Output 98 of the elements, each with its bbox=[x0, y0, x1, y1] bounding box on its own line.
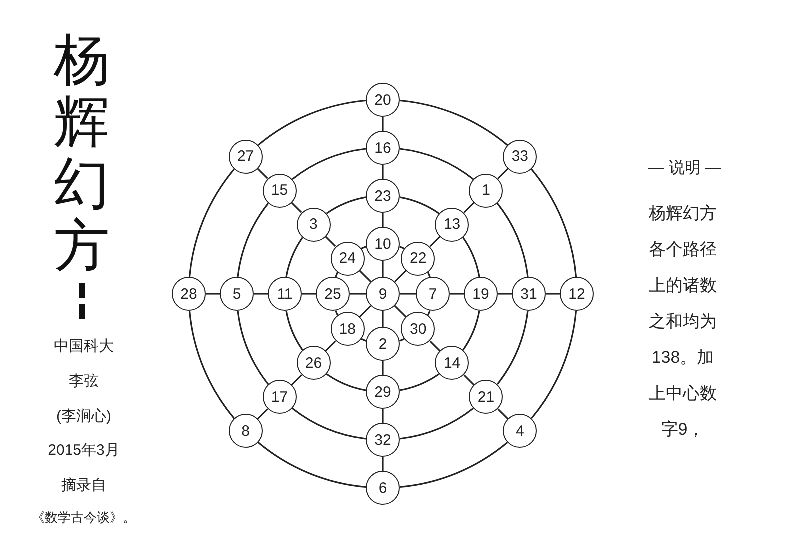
number-circle: 24 bbox=[330, 242, 365, 276]
number-circle: 21 bbox=[469, 380, 504, 414]
spoke-line bbox=[430, 236, 441, 248]
number-circle: 4 bbox=[503, 414, 538, 448]
number-circle: 18 bbox=[330, 312, 365, 346]
circle-arc bbox=[292, 408, 366, 440]
book-title: 《数学古今谈》。 bbox=[31, 509, 137, 527]
affiliation-text: 中国科大 bbox=[53, 338, 115, 356]
number-circle: 11 bbox=[268, 277, 302, 311]
circle-arc bbox=[462, 310, 480, 351]
circle-arc bbox=[188, 168, 235, 278]
spoke-line bbox=[382, 311, 384, 327]
number-circle: 30 bbox=[401, 312, 436, 346]
number-circle: 7 bbox=[416, 277, 450, 311]
spoke-line bbox=[394, 270, 407, 283]
spoke-line bbox=[359, 305, 372, 318]
circle-arc bbox=[531, 168, 578, 278]
date-text: 2015年3月 bbox=[47, 442, 121, 460]
spoke-line bbox=[382, 457, 384, 471]
author-alias: (李涧心) bbox=[56, 408, 112, 426]
number-circle: 19 bbox=[464, 277, 498, 311]
number-circle: 22 bbox=[401, 242, 436, 276]
number-circle: 8 bbox=[228, 414, 263, 448]
number-circle: 29 bbox=[366, 375, 400, 409]
author-name: 李弦 bbox=[68, 373, 100, 391]
spoke-line bbox=[394, 305, 407, 318]
section-heading: — 说明 — bbox=[648, 160, 722, 178]
spoke-line bbox=[464, 374, 475, 386]
number-circle: 10 bbox=[366, 227, 400, 261]
spoke-line bbox=[382, 409, 384, 423]
spoke-line bbox=[325, 236, 336, 248]
circle-arc bbox=[400, 374, 440, 392]
circle-arc bbox=[496, 203, 529, 278]
circle-arc bbox=[531, 310, 578, 420]
source-text: 摘录自 bbox=[60, 477, 108, 495]
number-circle: 28 bbox=[172, 277, 206, 311]
number-circle: 13 bbox=[435, 208, 470, 242]
circle-arc bbox=[237, 310, 270, 385]
spoke-line bbox=[498, 293, 512, 295]
spoke-line bbox=[546, 293, 560, 295]
spoke-line bbox=[382, 261, 384, 277]
number-circle: 25 bbox=[316, 277, 350, 311]
circle-arc bbox=[237, 203, 270, 278]
circle-arc bbox=[258, 442, 366, 488]
spoke-line bbox=[430, 340, 441, 352]
spoke-line bbox=[302, 293, 316, 295]
spoke-line bbox=[498, 408, 509, 420]
spoke-line bbox=[382, 165, 384, 179]
circle-arc bbox=[188, 310, 235, 420]
number-circle: 15 bbox=[262, 174, 297, 208]
number-circle: 20 bbox=[366, 83, 400, 117]
spoke-line bbox=[257, 408, 268, 420]
number-circle: 23 bbox=[366, 179, 400, 213]
spoke-line bbox=[359, 270, 372, 283]
circle-arc bbox=[400, 148, 474, 180]
number-circle: 14 bbox=[435, 346, 470, 380]
number-circle: 5 bbox=[220, 277, 254, 311]
circle-arc bbox=[258, 100, 366, 146]
spoke-line bbox=[498, 168, 509, 180]
circle-arc bbox=[286, 237, 304, 278]
number-circle: 6 bbox=[366, 471, 400, 505]
spoke-line bbox=[254, 293, 268, 295]
circle-arc bbox=[400, 100, 508, 146]
spoke-line bbox=[291, 374, 302, 386]
circle-arc bbox=[400, 408, 474, 440]
number-circle: 27 bbox=[228, 140, 263, 174]
number-circle: 2 bbox=[366, 327, 400, 361]
number-circle: 3 bbox=[296, 208, 331, 242]
note-paragraph: 杨辉幻方各个路径上的诸数之和均为138。加上中心数字9， bbox=[648, 203, 718, 441]
spoke-line bbox=[450, 293, 464, 295]
circle-arc bbox=[400, 196, 440, 214]
circle-arc bbox=[286, 310, 304, 351]
spoke-line bbox=[350, 293, 366, 295]
number-circle: 17 bbox=[262, 380, 297, 414]
number-circle: 1 bbox=[469, 174, 504, 208]
number-circle: 26 bbox=[296, 346, 331, 380]
number-circle: 33 bbox=[503, 140, 538, 174]
spoke-line bbox=[400, 293, 416, 295]
spoke-line bbox=[325, 340, 336, 352]
number-circle: 16 bbox=[366, 131, 400, 165]
circle-arc bbox=[496, 310, 529, 385]
spoke-line bbox=[382, 213, 384, 227]
spoke-line bbox=[382, 361, 384, 375]
spoke-line bbox=[464, 202, 475, 214]
number-circle: 32 bbox=[366, 423, 400, 457]
title-text: 杨辉幻方 bbox=[52, 30, 111, 278]
circle-arc bbox=[400, 442, 508, 488]
circle-arc bbox=[326, 196, 366, 214]
circle-arc bbox=[292, 148, 366, 180]
number-circle: 9 bbox=[366, 277, 400, 311]
number-circle: 31 bbox=[512, 277, 546, 311]
spoke-line bbox=[257, 168, 268, 180]
circle-arc bbox=[326, 374, 366, 392]
circle-arc bbox=[462, 237, 480, 278]
number-circle: 12 bbox=[560, 277, 594, 311]
spoke-line bbox=[382, 117, 384, 131]
spoke-line bbox=[206, 293, 220, 295]
spoke-line bbox=[291, 202, 302, 214]
